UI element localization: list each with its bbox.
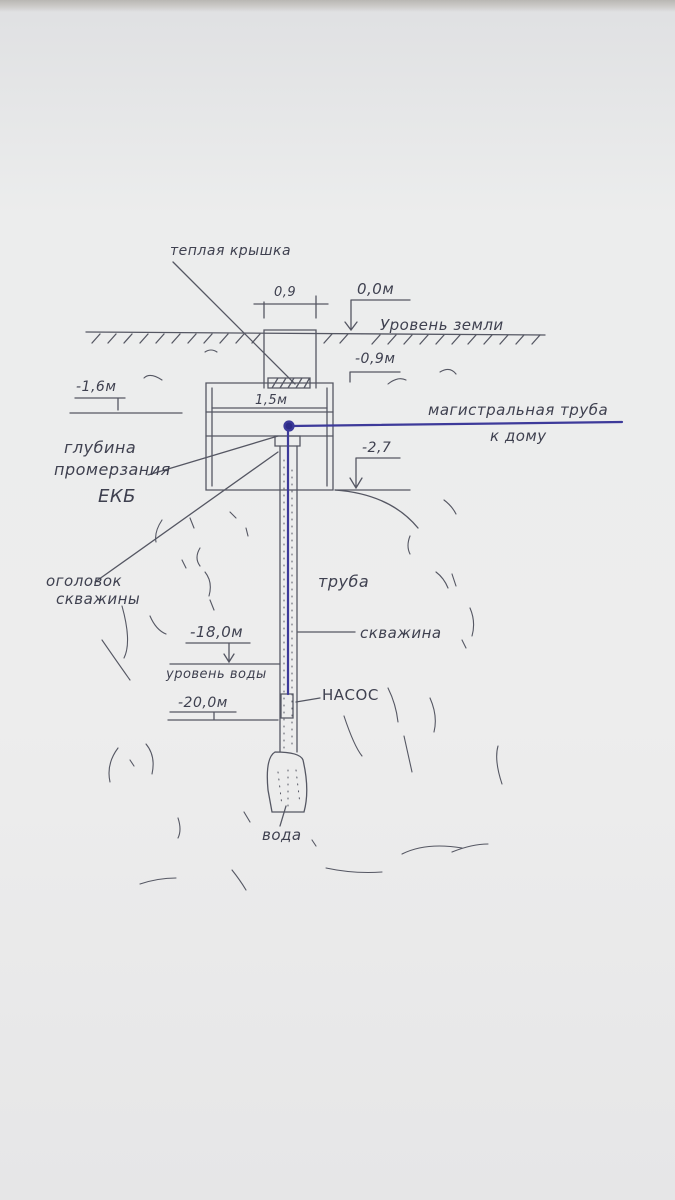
label-lid-width: 0,9 <box>274 285 297 300</box>
lid-housing <box>263 329 317 389</box>
depth-27-marker <box>334 457 411 491</box>
water-leader <box>279 805 287 827</box>
label-freeze-depth-3: ЕКБ <box>98 486 137 507</box>
label-depth-27: -2,7 <box>362 440 392 456</box>
leader-well-head <box>94 451 279 583</box>
ground-hatching <box>91 333 541 345</box>
soil-line <box>334 489 419 529</box>
depth-09-marker <box>349 371 401 383</box>
label-chamber-width: 1,5м <box>255 393 288 408</box>
lid-width-dimension <box>253 295 329 319</box>
label-well-head-1: оголовок <box>46 572 123 590</box>
label-well-head-2: скважины <box>56 590 141 608</box>
pipe-elbow <box>283 420 295 432</box>
label-depth-18: -18,0м <box>190 623 244 641</box>
chamber-inner-lines <box>205 411 334 437</box>
depth-20-marker <box>167 711 279 721</box>
chamber-inner-wall <box>211 387 328 487</box>
label-depth-20: -20,0м <box>178 695 228 711</box>
leader-warm-lid <box>172 261 296 385</box>
ground-zero-marker <box>344 299 411 332</box>
label-water-level: уровень воды <box>166 667 267 682</box>
borehole-fill <box>277 459 301 809</box>
label-ground-zero: 0,0м <box>357 280 395 298</box>
label-pipe: труба <box>318 572 370 591</box>
pump-leader <box>295 697 321 703</box>
soil-scribbles <box>101 349 503 891</box>
label-depth-16: -1,6м <box>76 379 117 395</box>
label-depth-09: -0,9м <box>355 351 396 367</box>
label-freeze-depth-2: промерзания <box>54 460 171 479</box>
main-pipe-horizontal <box>289 420 624 428</box>
well-head <box>274 435 301 447</box>
label-freeze-depth-1: глубина <box>64 438 137 457</box>
paper-top-shadow <box>0 0 675 12</box>
label-water: вода <box>262 826 302 844</box>
label-borehole: скважина <box>360 624 442 642</box>
depth-16-marker <box>69 397 183 414</box>
label-to-house: к дому <box>490 427 547 445</box>
label-ground-level: Уровень земли <box>380 316 504 334</box>
filter-bulb <box>266 751 308 813</box>
depth-18-marker <box>169 642 281 665</box>
borehole-casing <box>279 445 298 753</box>
leader-freeze-depth <box>147 435 279 476</box>
label-warm-lid: теплая крышка <box>170 243 292 259</box>
label-main-pipe: магистральная труба <box>428 401 609 419</box>
pump-body <box>280 693 294 719</box>
chamber-outline <box>205 382 334 491</box>
label-pump: НАСОС <box>322 686 379 704</box>
